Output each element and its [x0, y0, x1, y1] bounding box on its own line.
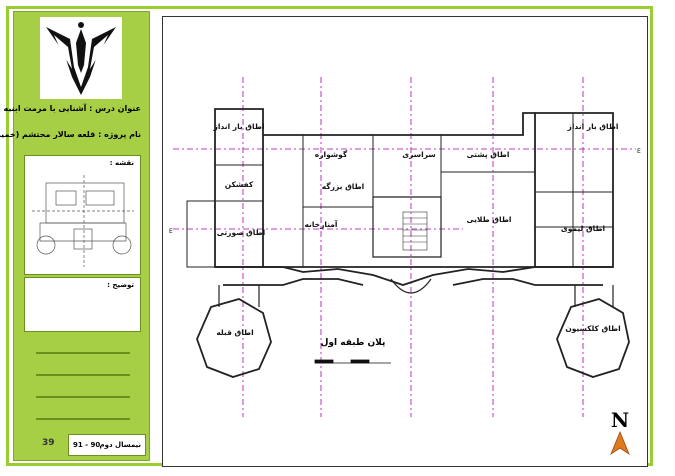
room-bozorg: اطاق بزرگه	[322, 182, 364, 191]
divider	[36, 418, 130, 420]
semester-box: نیمسال دوم 91 - 90	[68, 434, 146, 456]
logo-box	[40, 17, 122, 99]
section-mark-left: E	[169, 228, 173, 235]
project-title: نام پروژه : قلعه سالار محتشم (خمین)	[0, 130, 141, 139]
room-sorati: اطاق صورتی	[217, 228, 265, 237]
map-label: نقشه :	[109, 159, 134, 167]
semester-label: نیمسال دوم	[99, 441, 141, 449]
partitions	[215, 113, 613, 267]
room-bar-andazi-right: اطاق بار انداز	[567, 122, 619, 131]
north-arrow: N	[607, 410, 633, 458]
staircase	[402, 211, 428, 251]
room-kafsh-kan: کفشکن	[225, 180, 254, 189]
course-title: عنوان درس : آشنایی با مرمت ابنیه	[3, 104, 141, 113]
north-letter: N	[610, 408, 630, 432]
key-plan-thumbnail	[32, 175, 134, 267]
building-walls	[186, 108, 630, 378]
room-limooei: اطاق لیموی	[561, 224, 605, 233]
map-thumbnail-box: نقشه :	[24, 155, 141, 275]
title-block: عنوان درس : آشنایی با مرمت ابنیه نام پرو…	[0, 11, 150, 461]
page-number: 39	[42, 438, 55, 448]
notes-label: توضیح :	[107, 281, 134, 289]
room-goushvareh: گوشواره	[315, 150, 348, 159]
scale-bar	[314, 359, 391, 364]
room-ghebleh: اطاق قبله	[216, 328, 253, 337]
university-logo-icon	[46, 22, 116, 95]
room-talaei: اطاق طلایی	[467, 215, 512, 224]
plan-frame: اطاق بار انداز کفشکن اطاق صورتی گوشواره …	[162, 16, 648, 467]
academic-year: 91 - 90	[73, 441, 101, 449]
room-bar-andazi-left: اطاق بار انداز	[213, 122, 265, 131]
notes-box: توضیح :	[24, 277, 141, 332]
room-aminkhaneh: آمنارخانه	[305, 219, 338, 229]
plan-title: پلان طبقه اول	[321, 338, 386, 348]
north-arrow-icon	[610, 430, 630, 456]
room-kolkasion: اطاق کلکسیون	[565, 324, 620, 333]
room-poshti: اطاق پشتی	[467, 150, 510, 159]
section-mark-right: E	[637, 148, 641, 155]
floor-plan: اطاق بار انداز کفشکن اطاق صورتی گوشواره …	[169, 77, 641, 417]
room-sarsara: سراسری	[402, 150, 436, 159]
divider	[36, 396, 130, 398]
divider	[36, 352, 130, 354]
divider	[36, 374, 130, 376]
